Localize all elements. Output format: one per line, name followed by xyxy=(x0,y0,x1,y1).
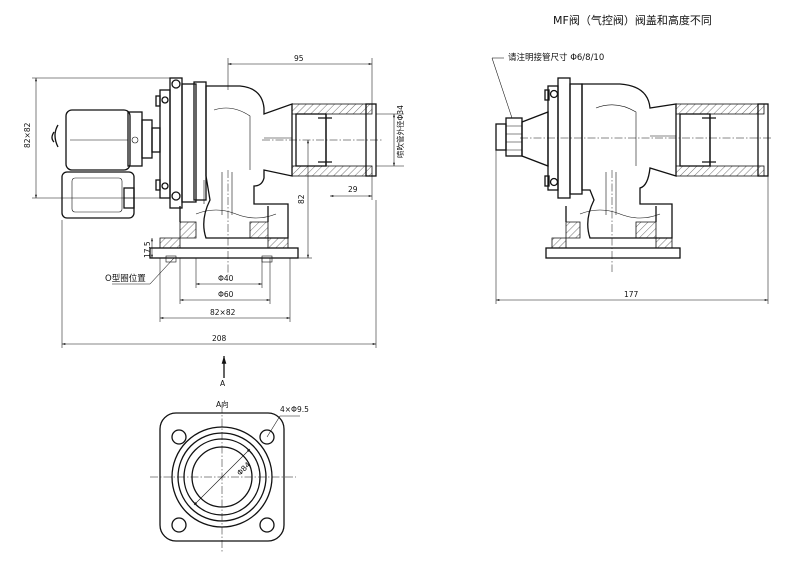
right-bottom-flange xyxy=(545,170,681,272)
left-dimensions: 95 82×82 喷吹管外径Φ34 29 82 17.5 Φ40 xyxy=(23,54,405,388)
dim-17-5: 17.5 xyxy=(143,241,152,258)
valve-body xyxy=(195,85,293,239)
dim-82-vertical: 82 xyxy=(297,194,306,204)
dim-208: 208 xyxy=(212,334,227,343)
dim-holes: 4×Φ9.5 xyxy=(280,405,309,414)
bottom-flange xyxy=(149,170,299,275)
dim-phi40: Φ40 xyxy=(218,274,234,283)
dim-29: 29 xyxy=(348,185,358,194)
valve-cover xyxy=(155,77,207,209)
solenoid-coil xyxy=(51,109,161,219)
a-direction-view: A向 Φ84 4×Φ9.5 xyxy=(150,399,309,552)
dim-bore: Φ84 xyxy=(235,460,252,477)
right-section-view: 请注明接管尺寸 Φ6/8/10 xyxy=(491,52,772,304)
left-section-view: 95 82×82 喷吹管外径Φ34 29 82 17.5 Φ40 xyxy=(23,54,405,388)
dim-phi60: Φ60 xyxy=(218,290,234,299)
header-note: MF阀（气控阀）阀盖和高度不同 xyxy=(553,13,712,27)
dim-177: 177 xyxy=(624,290,639,299)
right-outlet-pipe xyxy=(520,103,772,177)
dim-outlet-diameter: 喷吹管外径Φ34 xyxy=(395,105,405,158)
view-label: A向 xyxy=(216,399,229,409)
pipe-note: 请注明接管尺寸 Φ6/8/10 xyxy=(508,52,604,63)
dim-82x82-left: 82×82 xyxy=(23,122,32,148)
oring-label: O型圈位置 xyxy=(105,273,146,284)
arrow-label: A xyxy=(220,379,226,388)
right-valve-body xyxy=(579,83,677,239)
dim-95: 95 xyxy=(294,54,304,63)
outlet-pipe xyxy=(262,103,382,177)
dim-82x82-bottom: 82×82 xyxy=(210,308,236,317)
